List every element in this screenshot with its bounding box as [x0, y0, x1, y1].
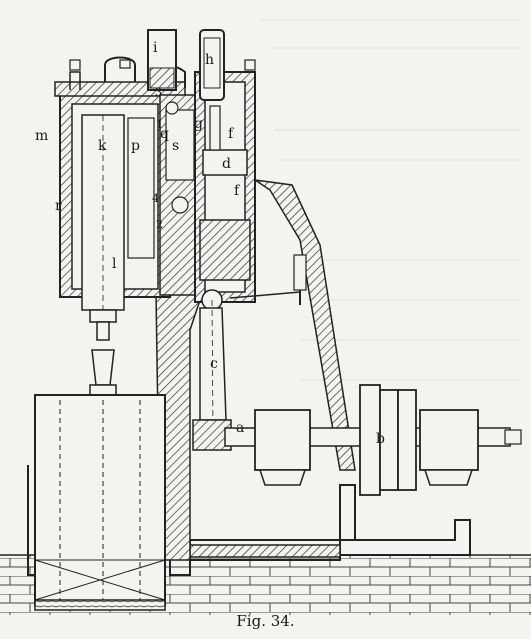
label-g: g: [194, 116, 203, 132]
label-s: s: [172, 138, 179, 154]
label-two: 2: [156, 218, 163, 231]
label-q: q: [160, 126, 169, 142]
background-text-bleed: [260, 19, 520, 381]
label-a: a: [236, 420, 244, 436]
label-f1: f: [234, 183, 241, 199]
label-m: m: [35, 128, 48, 144]
label-d: d: [222, 156, 231, 172]
pulley-3: [397, 389, 417, 491]
label-four: 4: [152, 192, 159, 205]
container: [34, 394, 166, 606]
label-l: l: [112, 256, 117, 272]
label-f: f: [228, 126, 235, 142]
piston-d: [202, 149, 248, 176]
label-h: h: [205, 52, 214, 68]
bearing-right: [419, 409, 479, 471]
label-r: r: [55, 198, 62, 214]
label-k: k: [98, 138, 107, 154]
label-p: p: [131, 138, 140, 154]
label-one: 1: [156, 118, 163, 131]
label-three: 3: [155, 86, 162, 99]
figure-caption: Fig. 34.: [236, 612, 295, 630]
label-c: c: [210, 356, 218, 372]
label-b: b: [376, 431, 385, 447]
label-i: i: [153, 40, 158, 56]
bearing-left: [254, 409, 311, 471]
